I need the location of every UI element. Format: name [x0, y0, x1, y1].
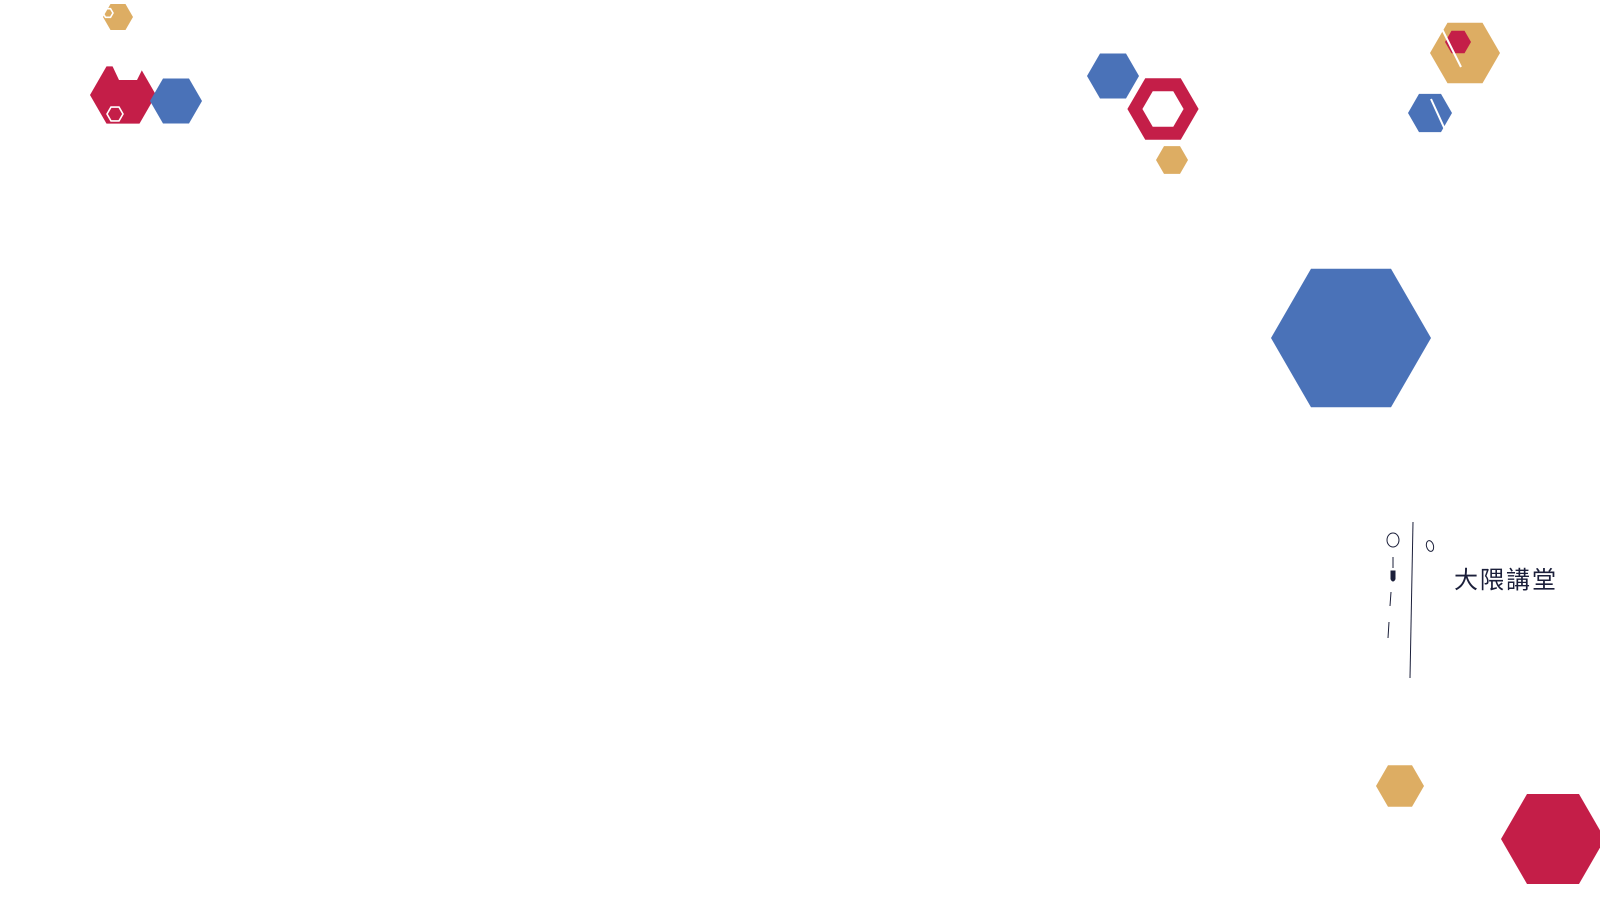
- hexagon-red: [1501, 794, 1600, 884]
- sketch-marker: [1390, 570, 1396, 582]
- hexagon-layer: [90, 4, 1600, 884]
- sketch-oval: [1425, 540, 1435, 552]
- hexagon-gold-small: [103, 4, 133, 30]
- hexagon-divider: [1439, 24, 1462, 68]
- hexagon-blue-small: [1408, 93, 1452, 133]
- hexagon-blue: [1087, 53, 1139, 99]
- hexagon-divider: [1430, 98, 1448, 135]
- sketch-dash: [1387, 621, 1390, 639]
- hexagon-blue-large: [1271, 268, 1431, 408]
- landmark-label: 大隈講堂: [1454, 566, 1558, 594]
- hexagon-gold-small: [1156, 146, 1188, 174]
- hexagon-red-notched: [90, 66, 156, 124]
- hexagon-notch: [102, 7, 114, 19]
- sketch-circle: [1386, 532, 1400, 548]
- sketch-dash: [1389, 591, 1392, 607]
- tower-line: [1409, 521, 1414, 679]
- okuma-auditorium-tower-sketch: [1386, 521, 1435, 679]
- hexagon-gold: [1376, 765, 1424, 807]
- hexagon-notch-cut: [105, 50, 150, 80]
- hexagon-outline-small: [106, 106, 124, 122]
- hexagon-red-ring: [1127, 78, 1199, 140]
- hexagon-blue: [150, 78, 202, 124]
